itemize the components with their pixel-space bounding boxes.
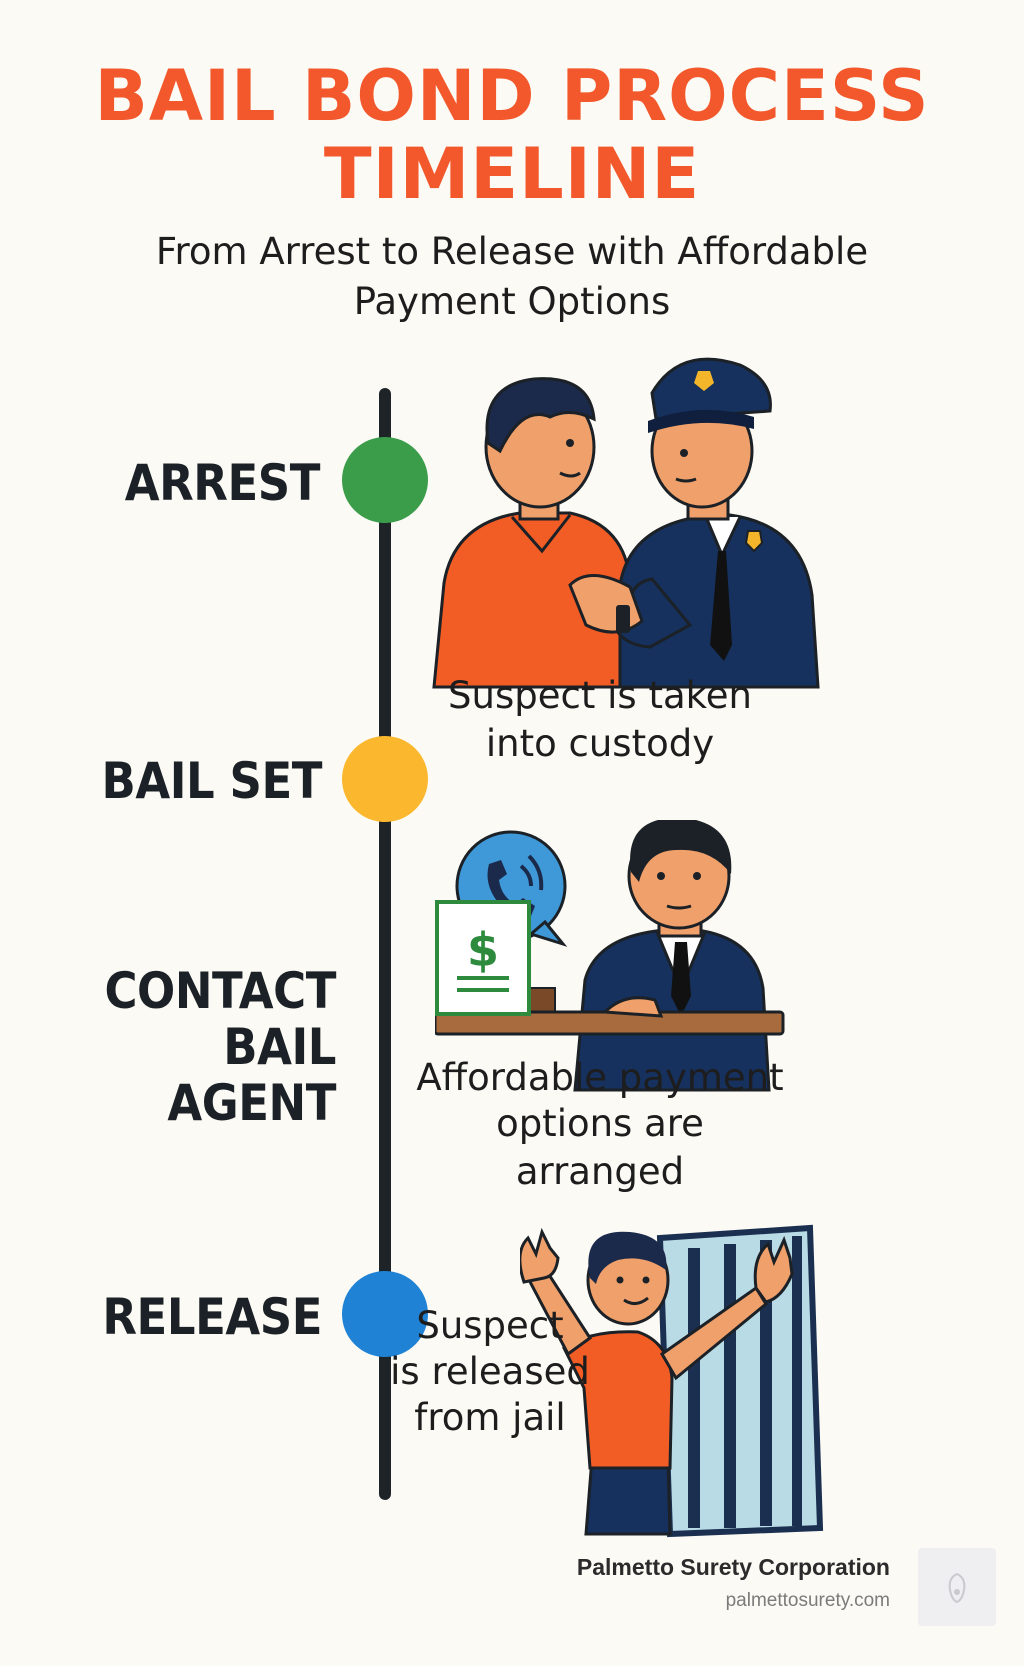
- page-subtitle-line-2: Payment Options: [353, 280, 671, 323]
- footer-company-name: Palmetto Surety Corporation: [576, 1554, 890, 1580]
- release-dot: [342, 1271, 428, 1357]
- bail-agent-illustration: $: [435, 820, 785, 1092]
- cell-door-icon: [656, 1224, 824, 1538]
- timeline-line: [379, 388, 391, 1500]
- page-subtitle: From Arrest to Release with Affordable: [155, 230, 869, 273]
- step-label-bail-agent: BAIL AGENT: [167, 1018, 336, 1132]
- release-illustration: [520, 1224, 824, 1538]
- arrest-illustration: [432, 357, 820, 689]
- page-title-line-2: TIMELINE: [323, 133, 701, 215]
- arrest-dot: [342, 437, 428, 523]
- logo-icon: [948, 1572, 966, 1604]
- step-label-bail-set: BAIL SET: [101, 752, 323, 810]
- caption-release-line-3: from jail: [414, 1396, 566, 1439]
- caption-release-line-2: is released: [390, 1350, 590, 1393]
- footer-url[interactable]: palmettosurety.com: [725, 1590, 890, 1611]
- step-label-arrest: ARREST: [124, 454, 321, 512]
- caption-arrest-line-2: into custody: [485, 722, 715, 765]
- bail-set-dot: [342, 736, 428, 822]
- step-label-contact: CONTACT: [104, 962, 336, 1020]
- step-label-release: RELEASE: [102, 1288, 322, 1346]
- footer-logo: [918, 1548, 996, 1626]
- caption-agent-line-2: options are arranged: [496, 1102, 704, 1193]
- caption-arrest: Suspect is taken: [448, 674, 752, 717]
- dollar-sign: $: [467, 923, 499, 977]
- caption-agent: Affordable payment: [416, 1056, 784, 1099]
- caption-release: Suspect: [416, 1304, 564, 1347]
- page-title: BAIL BOND PROCESS: [94, 55, 930, 137]
